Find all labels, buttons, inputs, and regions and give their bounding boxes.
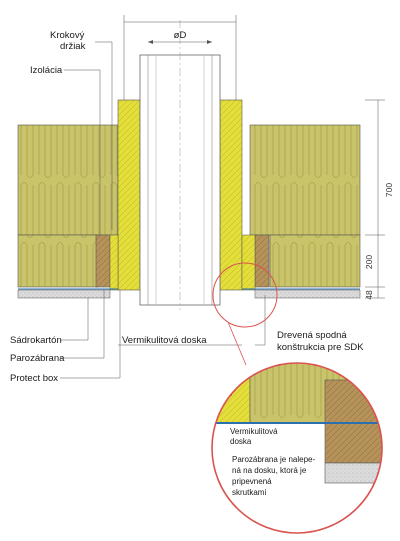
label-sadrokarton: Sádrokartón — [10, 335, 62, 346]
right-wood-beam — [254, 234, 270, 288]
dim-48: 48 — [364, 290, 374, 300]
leader-lines — [60, 41, 266, 379]
label-izolacia: Izolácia — [30, 65, 63, 76]
detail-note-2: ná na dosku, ktorá je — [232, 466, 307, 475]
diameter-label: øD — [174, 30, 187, 41]
label-parozabrana: Parozábrana — [10, 353, 65, 364]
detail-note-3: pripevnená — [232, 477, 272, 486]
protect-box — [109, 99, 256, 291]
dim-200: 200 — [364, 255, 374, 269]
right-dimensions: 700 200 48 — [364, 99, 394, 300]
plasterboard-layer — [17, 288, 361, 299]
label-drevena-1: Drevená spodná — [277, 330, 347, 341]
dim-700: 700 — [384, 183, 394, 197]
left-insulation — [17, 124, 119, 288]
left-wood-beam — [95, 234, 111, 288]
detail-vermikulit-2: doska — [230, 437, 252, 446]
label-drevena-2: konštrukcia pre SDK — [277, 342, 364, 353]
detail-vermikulit-1: Vermikulitová — [230, 427, 278, 436]
detail-note-1: Parozábrana je nalepe- — [232, 455, 316, 464]
detail-marker — [212, 262, 278, 328]
detail-view: Vermikulitová doska Parozábrana je nalep… — [211, 362, 383, 534]
label-krokovy: Krokový — [50, 30, 85, 41]
label-vermikulitova: Vermikulitová doska — [122, 335, 207, 346]
detail-connector — [227, 321, 247, 366]
label-protect-box: Protect box — [10, 373, 58, 384]
chimney-pipe — [139, 20, 221, 310]
label-drziak: držiak — [60, 41, 86, 52]
diameter-dimension: øD — [123, 15, 237, 100]
right-insulation — [249, 124, 361, 288]
detail-note-4: skrutkami — [232, 488, 266, 497]
